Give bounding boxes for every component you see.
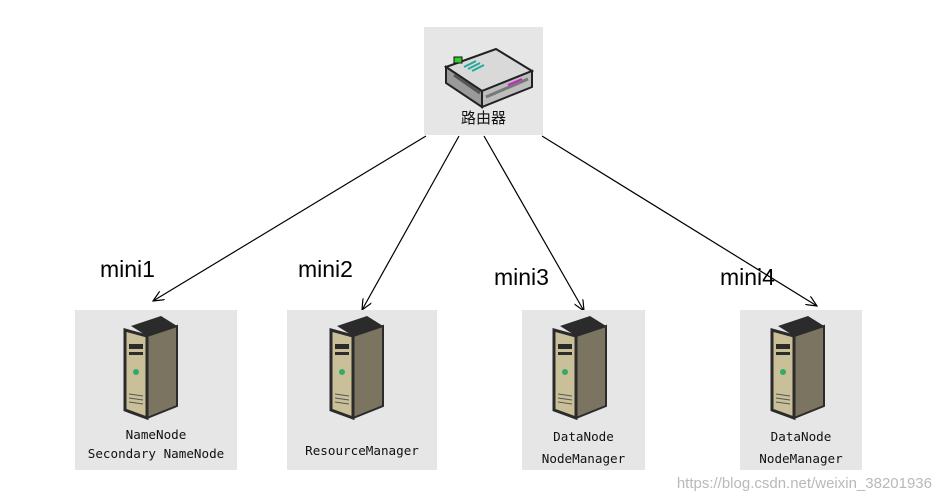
server-node-mini2: ResourceManager bbox=[287, 310, 437, 470]
watermark-text: https://blog.csdn.net/weixin_38201936 bbox=[676, 475, 932, 492]
host-label-mini1: mini1 bbox=[100, 256, 155, 282]
server-icon bbox=[770, 316, 825, 421]
server-icon bbox=[552, 316, 607, 421]
arrow-to-mini1 bbox=[153, 135, 427, 301]
node-role-line2: Secondary NameNode bbox=[87, 446, 225, 461]
router-icon bbox=[443, 47, 534, 109]
node-role-line2: NodeManager bbox=[541, 451, 626, 466]
arrow-to-mini2 bbox=[362, 135, 460, 310]
router-node: 路由器 bbox=[424, 27, 543, 135]
node-role-line1: DataNode bbox=[553, 429, 614, 444]
host-label-mini3: mini3 bbox=[494, 264, 549, 290]
node-role-line1: DataNode bbox=[770, 429, 832, 444]
node-role-line1: NameNode bbox=[125, 427, 187, 442]
router-label: 路由器 bbox=[460, 109, 506, 127]
node-role-line2: NodeManager bbox=[759, 451, 843, 466]
host-label-mini4: mini4 bbox=[720, 264, 775, 290]
server-node-mini1: NameNode Secondary NameNode bbox=[75, 310, 237, 470]
arrow-to-mini3 bbox=[483, 135, 584, 311]
server-node-mini3: DataNode NodeManager bbox=[522, 310, 645, 470]
server-icon bbox=[123, 316, 178, 421]
arrow-to-mini4 bbox=[541, 135, 817, 306]
server-icon bbox=[329, 316, 384, 421]
node-role-line1: ResourceManager bbox=[305, 443, 419, 458]
server-node-mini4: DataNode NodeManager bbox=[740, 310, 862, 470]
host-label-mini2: mini2 bbox=[298, 256, 353, 282]
